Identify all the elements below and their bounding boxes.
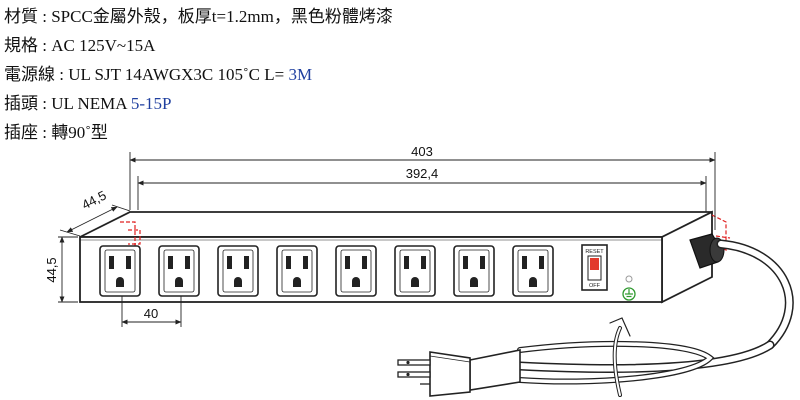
dimension-total-length-label: 403 xyxy=(411,144,433,159)
indicator-light xyxy=(625,275,633,283)
outlet-3 xyxy=(217,245,259,297)
dimension-height xyxy=(58,236,78,303)
outlet-4 xyxy=(276,245,318,297)
switch-rocker xyxy=(590,258,599,270)
ground-icon xyxy=(622,287,636,301)
plug xyxy=(397,349,521,397)
reset-switch[interactable]: RESET OFF xyxy=(581,244,608,291)
dimension-depth-label: 44,5 xyxy=(79,188,108,213)
dimension-depth xyxy=(59,204,131,237)
spec-list: 材質 : SPCC金屬外殼，板厚t=1.2mm，黑色粉體烤漆 規格 : AC 1… xyxy=(4,2,524,147)
power-cord xyxy=(515,239,794,397)
outlet-1 xyxy=(99,245,141,297)
spec-power-cord: 電源線 : UL SJT 14AWGX3C 105˚C L= 3M xyxy=(4,65,313,84)
dimension-inner-length-label: 392,4 xyxy=(406,166,439,181)
dimension-inner-length xyxy=(137,176,707,212)
outlet-8 xyxy=(512,245,554,297)
switch-off-label: OFF xyxy=(589,283,601,289)
outlet-2 xyxy=(158,245,200,297)
switch-reset-label: RESET xyxy=(585,249,604,255)
dimension-total-length xyxy=(129,152,716,230)
outlet-6 xyxy=(394,245,436,297)
spec-receptacle: 插座 : 轉90˚型 xyxy=(4,123,108,142)
dimension-outlet-pitch xyxy=(121,296,182,327)
spec-rating: 規格 : AC 125V~15A xyxy=(4,36,156,55)
outlet-5 xyxy=(335,245,377,297)
dimension-outlet-pitch-label: 40 xyxy=(144,306,158,321)
spec-plug: 插頭 : UL NEMA 5-15P xyxy=(4,94,172,113)
spec-material: 材質 : SPCC金屬外殼，板厚t=1.2mm，黑色粉體烤漆 xyxy=(4,7,393,26)
dimension-height-label: 44,5 xyxy=(44,257,59,282)
outlet-7 xyxy=(453,245,495,297)
hidden-detail-left xyxy=(120,221,141,253)
